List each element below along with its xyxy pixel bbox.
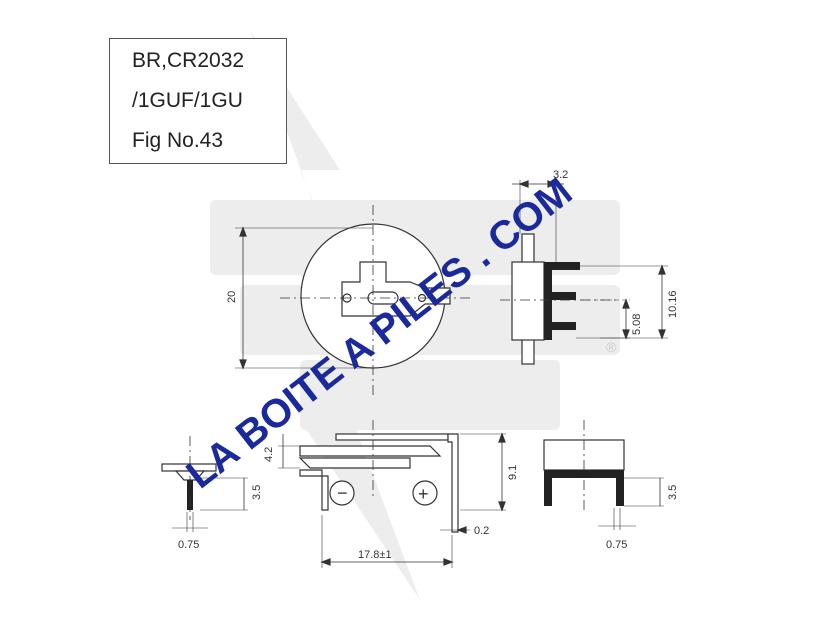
dim-3-2-label: 3.2 <box>553 169 568 181</box>
dim-10-16-label: 10.16 <box>667 290 679 318</box>
dim-4-2-label: 4.2 <box>263 447 275 462</box>
clip-plate <box>341 261 451 317</box>
negative-sign: − <box>337 483 348 503</box>
title-line-2: /1GUF/1GU <box>132 89 243 112</box>
right-pin-detail <box>543 420 664 530</box>
registered-mark: ® <box>606 339 617 355</box>
positive-sign: + <box>418 484 429 504</box>
dim-9-1-label: 9.1 <box>507 465 519 480</box>
left-pin-detail <box>161 436 248 532</box>
dim-0-75-left-label: 0.75 <box>178 539 199 551</box>
dim-20-label: 20 <box>226 291 238 303</box>
title-block: BR,CR2032 /1GUF/1GU Fig No.43 <box>109 38 287 164</box>
dim-0-75-right-label: 0.75 <box>606 539 627 551</box>
dim-3-5-left-label: 3.5 <box>251 485 263 500</box>
side-view <box>500 180 668 365</box>
title-line-1: BR,CR2032 <box>132 49 245 72</box>
front-view <box>278 420 506 568</box>
title-line-3: Fig No.43 <box>132 129 224 152</box>
dim-3-5-right-label: 3.5 <box>667 485 679 500</box>
top-view <box>235 205 470 395</box>
positive-terminal-icon <box>412 480 438 506</box>
dim-17-8-label: 17.8±1 <box>358 549 392 561</box>
dim-0-2-label: 0.2 <box>474 525 489 537</box>
negative-terminal-icon <box>329 480 355 506</box>
dim-5-08-label: 5.08 <box>631 314 643 335</box>
